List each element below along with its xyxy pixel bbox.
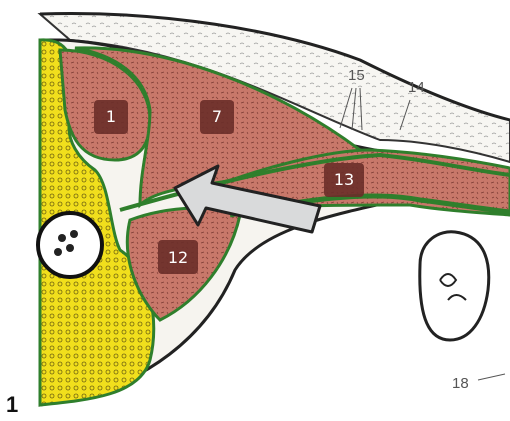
label-1: 1 xyxy=(106,107,116,126)
figure-number: 1 xyxy=(6,392,18,417)
organ-section xyxy=(420,232,489,340)
label-7: 7 xyxy=(212,107,222,126)
label-18: 18 xyxy=(452,375,469,392)
label-15: 15 xyxy=(348,67,365,84)
label-13: 13 xyxy=(334,170,354,189)
label-14: 14 xyxy=(408,79,425,96)
label-12: 12 xyxy=(168,248,188,267)
